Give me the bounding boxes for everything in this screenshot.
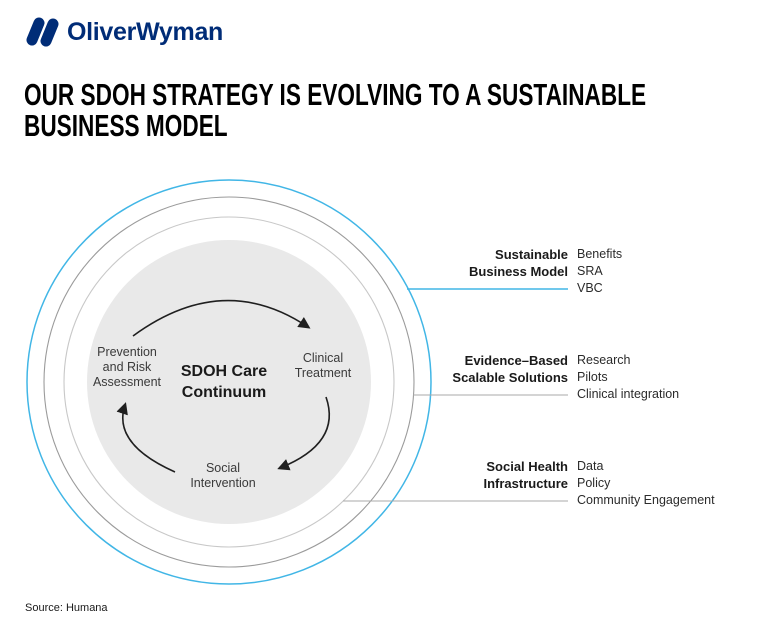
social-label-line-1: Social: [205, 461, 241, 475]
annotation-3-item-1: Data: [577, 459, 604, 473]
cycle-arrow-clinical-to-social: [277, 396, 331, 471]
center-label-line-1: SDOH Care: [180, 363, 268, 380]
inner-ring-social-health-infrastructure: [63, 216, 395, 548]
cycle-stage-social-intervention: Social Intervention: [153, 461, 293, 491]
social-label-line-2: Intervention: [190, 476, 256, 490]
annotation-1-label-line-2: Business Model: [469, 264, 568, 279]
annotation-label-evidence-based-scalable-solutions: Evidence–Based Scalable Solutions: [368, 352, 568, 386]
clinical-label-line-2: Treatment: [294, 366, 352, 380]
prevention-label-line-2: and Risk: [102, 360, 152, 374]
annotation-1-item-1: Benefits: [577, 247, 623, 261]
annotation-2-label-line-1: Evidence–Based: [464, 353, 568, 368]
annotation-3-label-line-1: Social Health: [486, 459, 568, 474]
cycle-stage-clinical-treatment: Clinical Treatment: [253, 351, 393, 381]
middle-ring-evidence-based-solutions: [43, 196, 415, 568]
annotation-2-item-2: Pilots: [577, 370, 608, 384]
outer-ring-sustainable-business-model: [26, 179, 432, 585]
annotation-1-item-2: SRA: [577, 264, 603, 278]
cycle-stage-prevention-and-risk-assessment: Prevention and Risk Assessment: [57, 345, 197, 390]
prevention-label-line-1: Prevention: [97, 345, 157, 359]
annotation-2-item-3: Clinical integration: [577, 387, 680, 401]
annotation-2-item-1: Research: [577, 353, 631, 367]
cycle-arrow-social-to-prevention: [116, 402, 176, 473]
annotation-label-sustainable-business-model: Sustainable Business Model: [368, 246, 568, 280]
title-line-1: OUR SDOH STRATEGY IS EVOLVING TO A SUSTA…: [24, 78, 647, 113]
page-title: OUR SDOH STRATEGY IS EVOLVING TO A SUSTA…: [24, 80, 646, 142]
annotation-2-label-line-2: Scalable Solutions: [452, 370, 568, 385]
brand-wordmark: OliverWyman: [67, 17, 224, 46]
annotation-1-item-3: VBC: [577, 281, 603, 295]
core-circle-sdoh-care-continuum: [87, 240, 371, 524]
annotation-3-item-3: Community Engagement: [577, 493, 715, 507]
center-label-line-2: Continuum: [181, 384, 267, 401]
annotation-label-social-health-infrastructure: Social Health Infrastructure: [368, 458, 568, 492]
annotation-items-evidence-based-scalable-solutions: Research Pilots Clinical integration: [577, 352, 762, 403]
annotation-3-label-line-2: Infrastructure: [483, 476, 568, 491]
clinical-label-line-1: Clinical: [302, 351, 344, 365]
brand-logo: OliverWyman: [24, 17, 223, 47]
annotation-1-label-line-1: Sustainable: [495, 247, 568, 262]
annotation-3-item-2: Policy: [577, 476, 611, 490]
diagram-center-label: SDOH Care Continuum: [144, 361, 304, 403]
cycle-arrow-prevention-to-clinical: [132, 299, 311, 337]
title-line-2: BUSINESS MODEL: [24, 110, 228, 144]
annotation-items-social-health-infrastructure: Data Policy Community Engagement: [577, 458, 762, 509]
annotation-items-sustainable-business-model: Benefits SRA VBC: [577, 246, 762, 297]
prevention-label-line-3: Assessment: [92, 375, 162, 389]
oliver-wyman-logo-icon: [26, 17, 59, 47]
source-note: Source: Humana: [25, 602, 108, 614]
